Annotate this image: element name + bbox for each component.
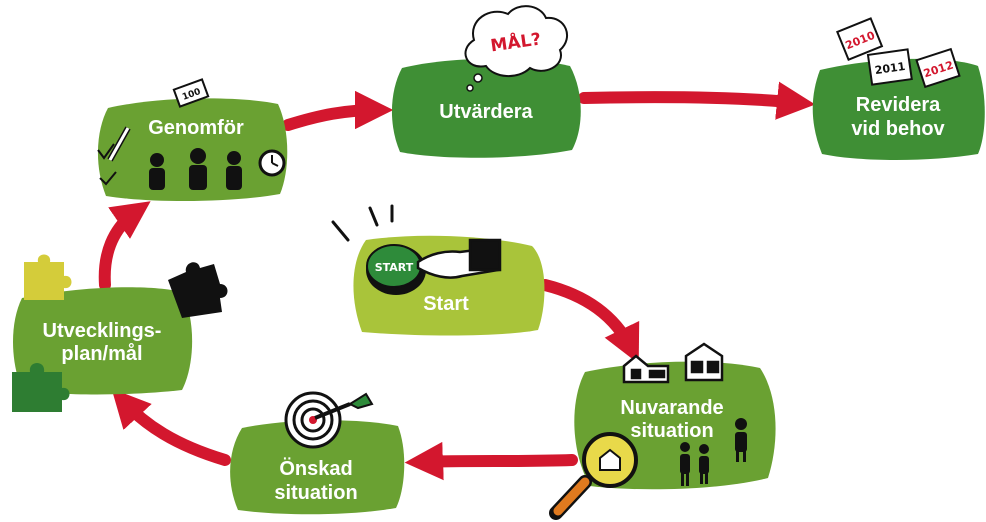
- puzzle-piece-green: [12, 363, 70, 412]
- note-2011: 2011: [874, 60, 906, 77]
- utveckling-label-line1: Utvecklings-: [43, 320, 162, 342]
- dart-icon: [314, 392, 374, 420]
- step-start: START Start: [331, 204, 545, 336]
- revidera-blob: [812, 58, 985, 160]
- puzzle-piece-black: [168, 262, 228, 318]
- arrow-onskad-to-utveckling: [111, 388, 231, 466]
- revidera-label-line1: Revidera: [856, 94, 941, 116]
- step-genomfor: 100 Genomför: [97, 78, 288, 202]
- houses-icon: [622, 342, 724, 384]
- people-icon: [149, 148, 242, 190]
- utveckling-label-line2: plan/mål: [61, 342, 142, 365]
- magnifying-glass-icon: [549, 432, 638, 520]
- arrow-genomfor-to-utvardera: [282, 90, 394, 131]
- utvardera-label: Utvärdera: [439, 101, 533, 123]
- clock-icon: [258, 149, 286, 177]
- arrow-start-to-nuvarande: [539, 279, 640, 364]
- ticket-icon: 100: [172, 78, 210, 108]
- step-onskad-situation: Önskad situation: [230, 391, 405, 515]
- checkmark-icon: [97, 143, 117, 186]
- calendar-notes-icon: 2010 2011 2012: [836, 17, 961, 89]
- nuvarande-label-line2: situation: [630, 420, 713, 442]
- genomfor-label: Genomför: [148, 117, 244, 139]
- arrow-utvardera-to-revidera: [578, 81, 816, 120]
- onskad-blob: [230, 420, 405, 515]
- people-icon: [680, 418, 747, 486]
- utveckling-blob: [13, 287, 193, 395]
- target-icon: [284, 391, 342, 449]
- pointing-hand-icon: [416, 238, 502, 279]
- puzzle-piece-yellow: [24, 254, 72, 300]
- arrows: [98, 81, 816, 481]
- arrow-utveckling-to-genomfor: [98, 201, 151, 291]
- start-label: Start: [423, 293, 469, 315]
- arrow-nuvarande-to-onskad: [404, 441, 578, 481]
- utvardera-blob: [391, 58, 581, 158]
- start-button-text: START: [375, 261, 414, 274]
- onskad-label-line1: Önskad: [279, 457, 352, 480]
- onskad-label-line2: situation: [274, 482, 357, 504]
- step-revidera: 2010 2011 2012 Revidera vid behov: [812, 17, 985, 160]
- revidera-label-line2: vid behov: [851, 118, 945, 140]
- step-utvardera: MÅL? Utvärdera: [391, 5, 581, 158]
- nuvarande-label-line1: Nuvarande: [620, 397, 723, 419]
- start-button-icon: START: [366, 244, 426, 295]
- step-nuvarande-situation: Nuvarande situation: [549, 342, 776, 520]
- step-utvecklingsplan: Utvecklings- plan/mål: [12, 254, 228, 412]
- puzzle-piece-icon: [12, 254, 228, 412]
- motion-lines: [331, 204, 394, 242]
- thought-bubble-icon: MÅL?: [464, 5, 568, 92]
- pencil-icon: [107, 126, 131, 162]
